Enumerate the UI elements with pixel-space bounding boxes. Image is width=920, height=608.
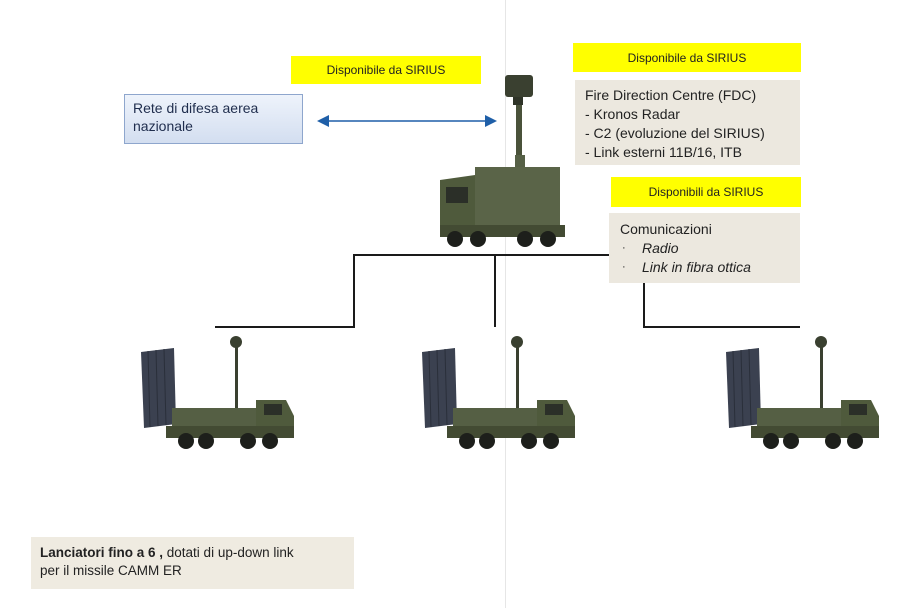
radar-truck <box>440 75 565 247</box>
fdc-item: - Kronos Radar <box>585 106 680 122</box>
launcher-truck-3 <box>725 335 880 450</box>
comm-item: · Radio <box>620 239 800 258</box>
launchers-bold: Lanciatori fino a 6 , <box>40 545 164 560</box>
launchers-line-1: Lanciatori fino a 6 , dotati di up-down … <box>40 544 354 562</box>
launcher-truck-2 <box>421 335 576 450</box>
fdc-item: - C2 (evoluzione del SIRIUS) <box>585 125 765 141</box>
national-air-defense-network-box: Rete di difesa aerea nazionale <box>124 94 303 144</box>
launchers-caption-box: Lanciatori fino a 6 , dotati di up-down … <box>31 537 354 589</box>
bullet-icon: · <box>622 242 626 254</box>
launchers-line-2: per il missile CAMM ER <box>40 563 182 578</box>
communications-box: Comunicazioni · Radio · Link in fibra ot… <box>609 213 800 283</box>
fdc-box: Fire Direction Centre (FDC) - Kronos Rad… <box>575 80 800 165</box>
sirius-badge-left: Disponibile da SIRIUS <box>291 56 481 84</box>
rete-line-1: Rete di difesa aerea <box>133 100 259 116</box>
launchers-rest: dotati di up-down link <box>163 545 294 560</box>
sirius-badge-comm: Disponibili da SIRIUS <box>611 177 801 207</box>
bullet-icon: · <box>622 261 626 273</box>
connector-lines <box>215 254 800 328</box>
launcher-truck-1 <box>140 335 295 450</box>
center-guide-line <box>505 0 506 608</box>
comm-title: Comunicazioni <box>620 221 712 237</box>
comm-item-label: Link in fibra ottica <box>642 259 751 275</box>
fdc-item: - Link esterni 11B/16, ITB <box>585 144 742 160</box>
comm-item-label: Radio <box>642 240 679 256</box>
fdc-title: Fire Direction Centre (FDC) <box>585 87 757 103</box>
sirius-badge-fdc: Disponibile da SIRIUS <box>573 43 801 72</box>
rete-line-2: nazionale <box>133 118 193 134</box>
comm-item: · Link in fibra ottica <box>620 258 800 277</box>
